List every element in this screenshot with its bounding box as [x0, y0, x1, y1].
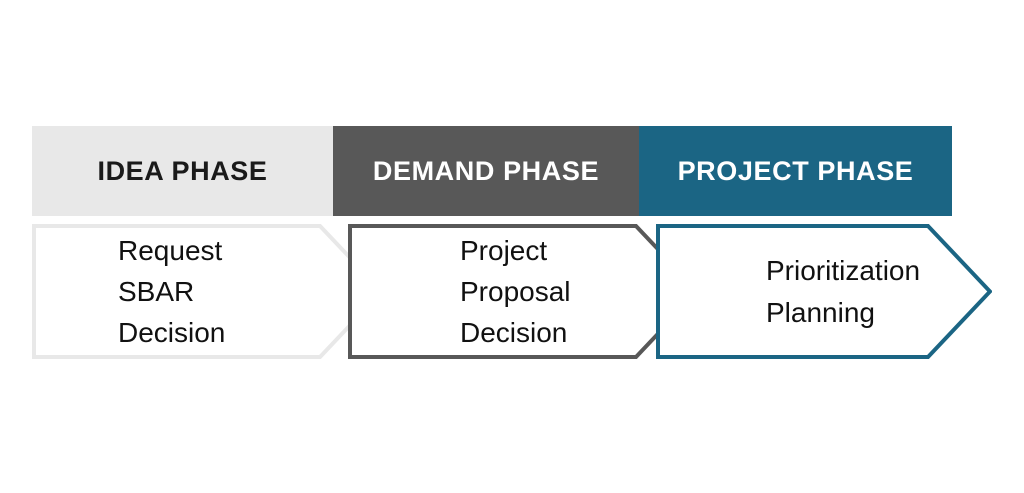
phase-header-demand-label: DEMAND PHASE — [372, 155, 600, 186]
phase-chevron-demand[interactable]: Project Proposal Decision — [348, 224, 700, 359]
phase-body-project-text: Prioritization Planning — [766, 255, 921, 328]
phase-header-row: IDEA PHASE DEMAND PHASE PROJECT PHASE — [32, 126, 952, 216]
chevron-shape-icon — [656, 224, 992, 359]
phase-header-idea-label: IDEA PHASE — [97, 155, 268, 186]
phase-chevron-row: Request SBAR Decision Project Proposal D… — [32, 224, 992, 359]
phase-body-idea-text: Request SBAR Decision — [118, 234, 226, 349]
phase-body-demand-text: Project Proposal Decision — [460, 234, 571, 349]
phase-header-project-label: PROJECT PHASE — [677, 155, 914, 186]
phase-header-project[interactable]: PROJECT PHASE — [639, 126, 952, 216]
phase-header-idea[interactable]: IDEA PHASE — [32, 126, 333, 216]
phase-header-demand[interactable]: DEMAND PHASE — [333, 126, 639, 216]
phase-chevron-idea[interactable]: Request SBAR Decision — [32, 224, 384, 359]
phase-chevron-project[interactable]: Prioritization Planning — [656, 224, 992, 359]
